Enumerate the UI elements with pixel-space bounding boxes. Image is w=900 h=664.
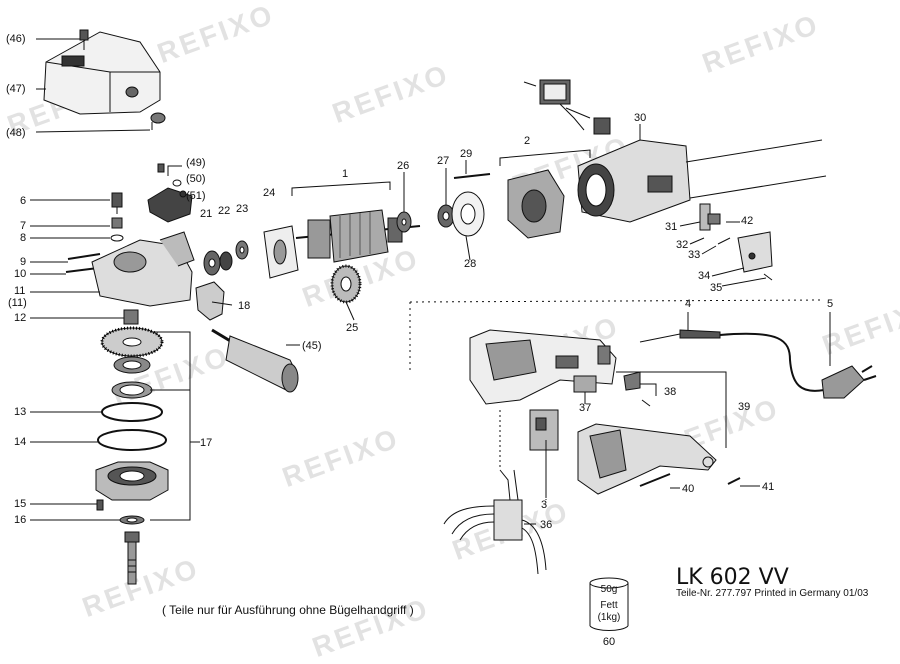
- gear-cover-part: [43, 31, 161, 115]
- wiring-part: [443, 469, 547, 575]
- callout-32: 32: [676, 239, 689, 251]
- callout-7: 7: [20, 220, 27, 232]
- grease-amount: 50g: [600, 584, 618, 595]
- handle-cover-part: [577, 423, 717, 495]
- callout-37: 37: [579, 402, 592, 414]
- callout-38: 38: [664, 386, 677, 398]
- callout-60: 60: [602, 636, 616, 648]
- callout-2: 2: [524, 135, 531, 147]
- callout-11-alt: (11): [8, 297, 27, 309]
- gear-housing-part: [91, 231, 195, 307]
- field-coil-part: [507, 169, 565, 239]
- callout-46: (46): [6, 33, 26, 45]
- armature-part: [295, 209, 421, 263]
- page-title: LK 602 VV: [676, 565, 789, 590]
- grease-size: (1kg): [597, 612, 621, 623]
- clamp-part: [147, 163, 193, 223]
- callout-4: 4: [685, 298, 692, 310]
- callout-23: 23: [236, 203, 249, 215]
- callout-13: 13: [14, 406, 27, 418]
- callout-9: 9: [20, 256, 27, 268]
- callout-5: 5: [827, 298, 834, 310]
- callout-48: (48): [6, 127, 26, 139]
- callout-47: (47): [6, 83, 26, 95]
- callout-42: 42: [741, 215, 754, 227]
- callout-25: 25: [346, 322, 359, 334]
- callout-36: 36: [540, 519, 553, 531]
- grease-tin-icon: [589, 577, 629, 631]
- callout-41: 41: [762, 481, 775, 493]
- motor-housing-part: [577, 139, 827, 223]
- callout-21: 21: [200, 208, 213, 220]
- callout-12: 12: [14, 312, 27, 324]
- handle-housing-part: [469, 329, 617, 405]
- callout-26: 26: [397, 160, 410, 172]
- callout-15: 15: [14, 498, 27, 510]
- callout-31: 31: [665, 221, 678, 233]
- callout-24: 24: [263, 187, 276, 199]
- part-number-line: Teile-Nr. 277.797 Printed in Germany 01/…: [676, 588, 869, 599]
- callout-35: 35: [710, 282, 723, 294]
- footnote: ( Teile nur für Ausführung ohne Bügelhan…: [162, 603, 414, 617]
- callout-45: (45): [302, 340, 322, 352]
- callout-16: 16: [14, 514, 27, 526]
- cover-knob-part: [150, 112, 166, 130]
- flange-part: [95, 461, 169, 501]
- callout-29: 29: [460, 148, 473, 160]
- callout-39: 39: [738, 401, 751, 413]
- callout-3: 3: [541, 499, 548, 511]
- callout-34: 34: [698, 270, 711, 282]
- callout-1: 1: [342, 168, 349, 180]
- callout-14: 14: [14, 436, 27, 448]
- callout-33: 33: [688, 249, 701, 261]
- callout-17: 17: [200, 437, 213, 449]
- power-cable-part: [639, 329, 877, 399]
- grease-type: Fett: [600, 600, 618, 611]
- callout-30: 30: [634, 112, 647, 124]
- callout-18: 18: [238, 300, 251, 312]
- callout-10: 10: [14, 268, 27, 280]
- callout-6: 6: [20, 195, 27, 207]
- callout-8: 8: [20, 232, 27, 244]
- callout-51: (51): [186, 190, 206, 202]
- callout-49: (49): [186, 157, 206, 169]
- callout-28: 28: [464, 258, 477, 270]
- spindle-part: [124, 531, 140, 585]
- callout-27: 27: [437, 155, 450, 167]
- callout-50: (50): [186, 173, 206, 185]
- bevel-gear-part: [100, 326, 164, 358]
- callout-40: 40: [682, 483, 695, 495]
- callout-11: 11: [14, 285, 26, 297]
- aux-handle-part: [211, 328, 299, 393]
- callout-22: 22: [218, 205, 231, 217]
- cover-screw-part: [79, 29, 89, 50]
